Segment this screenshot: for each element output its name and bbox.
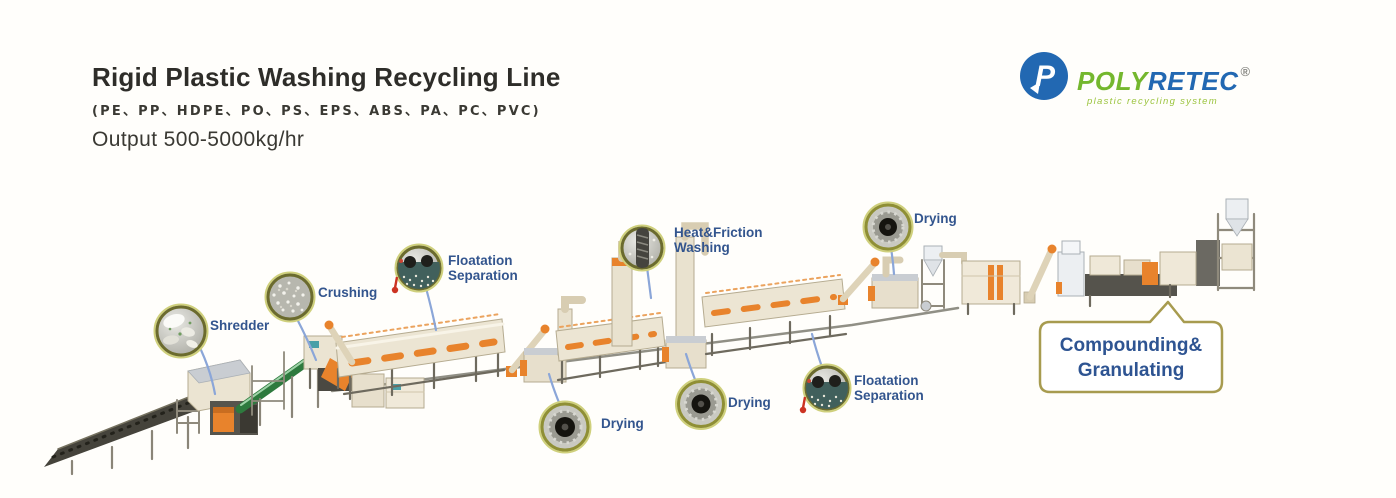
logo-monogram: P bbox=[1035, 60, 1056, 93]
connector-line bbox=[199, 348, 217, 396]
bubble-shape bbox=[1038, 300, 1224, 394]
floatation-tank-1 bbox=[324, 313, 506, 401]
callout-photo-shredder bbox=[153, 303, 209, 359]
callout-photo-drying-bottom-1 bbox=[538, 400, 592, 454]
squeezer-machine bbox=[961, 260, 1021, 316]
callout-label-drying-top: Drying bbox=[914, 211, 957, 226]
registered-trademark: ® bbox=[1240, 64, 1251, 79]
cyclone-tower bbox=[920, 245, 967, 312]
extruder-line bbox=[1085, 240, 1220, 308]
brand-tagline: plastic recycling system bbox=[1087, 96, 1218, 107]
vertical-pipe-column bbox=[675, 222, 709, 338]
brand-logo: P POLYRETEC® plastic recycling system bbox=[1018, 50, 1251, 107]
dryer-machine-2 bbox=[662, 336, 707, 369]
callout-photo-floatation-2 bbox=[799, 363, 852, 414]
bubble-label-line2: Granulating bbox=[1078, 360, 1185, 381]
main-support-beam bbox=[330, 306, 960, 393]
callout-label-shredder: Shredder bbox=[210, 318, 270, 333]
callout-photo-heat-friction bbox=[618, 224, 666, 272]
header: Rigid Plastic Washing Recycling Line (PE… bbox=[92, 62, 561, 152]
hopper-dryer bbox=[1056, 240, 1085, 297]
connector-line bbox=[810, 332, 824, 369]
callout-photo-floatation-1 bbox=[391, 243, 444, 294]
callout-photo-crushing bbox=[264, 271, 316, 323]
compounding-granulating-bubble: Compounding& Granulating bbox=[1038, 300, 1224, 394]
callout-label-crushing: Crushing bbox=[318, 285, 377, 300]
callout-label-floatation-2-line1: Floatation bbox=[854, 373, 919, 388]
brand-name-poly: POLY bbox=[1077, 66, 1148, 96]
connector-line bbox=[424, 286, 438, 332]
callout-label-floatation-1-line2: Separation bbox=[448, 268, 518, 283]
feed-hopper bbox=[176, 359, 251, 434]
logo-mark-icon: P bbox=[1020, 52, 1068, 100]
callout-photos bbox=[153, 201, 914, 454]
callout-label-floatation-2-line2: Separation bbox=[854, 388, 924, 403]
brand-name-retec: RETEC bbox=[1147, 66, 1239, 96]
dryer-machine-3 bbox=[868, 256, 919, 309]
connector-line bbox=[645, 265, 653, 300]
callout-label-drying-bottom-2: Drying bbox=[728, 395, 771, 410]
screw-conveyor-2 bbox=[1023, 244, 1057, 304]
callout-label-drying-bottom-1: Drying bbox=[601, 416, 644, 431]
callout-photo-drying-top bbox=[862, 201, 914, 253]
callout-photo-drying-bottom-2 bbox=[675, 378, 727, 430]
feed-conveyor bbox=[44, 386, 215, 476]
page-title: Rigid Plastic Washing Recycling Line bbox=[92, 62, 561, 92]
callout-label-heat-friction-line1: Heat&Friction bbox=[674, 225, 763, 240]
floatation-tank-2 bbox=[701, 257, 880, 357]
materials-list: (PE、PP、HDPE、PO、PS、EPS、ABS、PA、PC、PVC) bbox=[92, 104, 541, 119]
brand-wordmark: POLYRETEC® bbox=[1077, 59, 1251, 94]
logo-text: POLYRETEC® plastic recycling system bbox=[1077, 50, 1251, 107]
washing-tank-2 bbox=[555, 312, 668, 385]
bubble-label-line1: Compounding& bbox=[1060, 335, 1203, 356]
callout-label-floatation-1-line1: Floatation bbox=[448, 253, 513, 268]
machine-illustration bbox=[44, 198, 1256, 476]
pelletizing-tower bbox=[1216, 198, 1256, 292]
callout-labels: Shredder Crushing Floatation Separation … bbox=[210, 211, 957, 431]
output-capacity: Output 500-5000kg/hr bbox=[92, 128, 305, 151]
callout-label-heat-friction-line2: Washing bbox=[674, 240, 730, 255]
